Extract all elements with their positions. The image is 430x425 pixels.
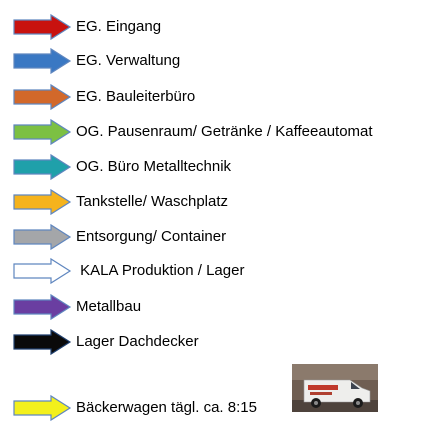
legend-label: Lager Dachdecker [76,333,199,350]
legend-label: Entsorgung/ Container [76,228,227,245]
arrow-right-icon [13,47,72,75]
legend-item-eingang: EG. Eingang [0,10,430,44]
arrow-right-icon [13,257,72,285]
arrow-right-icon [13,118,72,146]
arrow-right-icon [13,394,72,422]
legend-label: Tankstelle/ Waschplatz [76,193,229,210]
legend-label: OG. Pausenraum/ Getränke / Kaffeeautomat [76,123,373,140]
legend-item-pausenraum: OG. Pausenraum/ Getränke / Kaffeeautomat [0,115,430,149]
arrow-right-icon [13,223,72,251]
arrow-right-icon [13,188,72,216]
legend-label: EG. Eingang [76,18,162,35]
arrow-right-icon [13,328,72,356]
arrow-right-icon [13,293,72,321]
legend-item-bauleiterbuero: EG. Bauleiterbüro [0,80,430,114]
legend-label: EG. Bauleiterbüro [76,88,196,105]
legend-label: OG. Büro Metalltechnik [76,158,232,175]
legend-item-metallbau: Metallbau [0,290,430,324]
arrow-right-icon [13,153,72,181]
arrow-right-icon [13,83,72,111]
legend-label: KALA Produktion / Lager [76,262,245,279]
legend-item-entsorgung: Entsorgung/ Container [0,220,430,254]
arrow-right-icon [13,13,72,41]
legend-item-lager-dachdecker: Lager Dachdecker [0,325,430,359]
legend-item-buero-metalltechnik: OG. Büro Metalltechnik [0,150,430,184]
legend-item-kala-produktion: KALA Produktion / Lager [0,254,430,288]
legend-item-baeckerwagen: Bäckerwagen tägl. ca. 8:15 [0,391,430,425]
legend-label: Bäckerwagen tägl. ca. 8:15 [76,399,257,416]
legend-label: Metallbau [76,298,142,315]
delivery-van-photo [292,364,378,412]
legend-label: EG. Verwaltung [76,52,181,69]
legend-item-tankstelle: Tankstelle/ Waschplatz [0,185,430,219]
legend-item-verwaltung: EG. Verwaltung [0,44,430,78]
